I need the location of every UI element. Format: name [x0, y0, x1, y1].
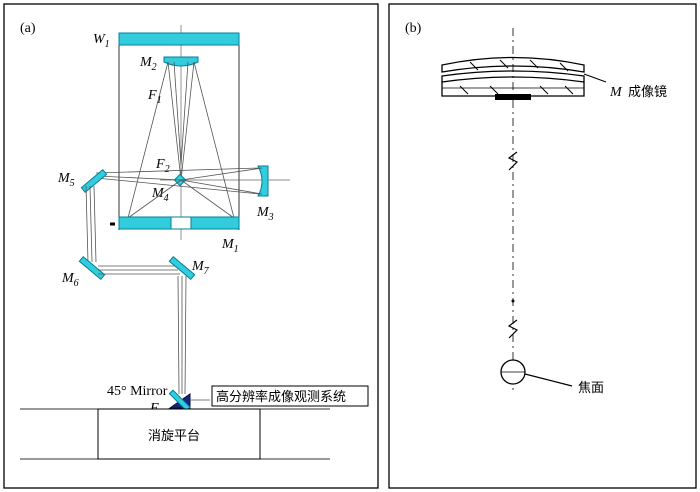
m3-label: M3: [256, 205, 274, 223]
axis-break-upper: [507, 151, 519, 171]
mirror-m1-left: [118, 216, 172, 230]
panel-a-tag: (a): [20, 21, 36, 36]
window-w1: [118, 32, 240, 46]
m2-label: M2: [139, 55, 157, 73]
rays-m6-m7: [98, 265, 180, 275]
rays-m5-m3: [95, 167, 263, 219]
panel-b-tag: (b): [405, 21, 422, 36]
hr-system-box: [211, 385, 369, 407]
derotation-label: 消旋平台: [148, 429, 200, 444]
rays-upper: [127, 61, 235, 219]
m-letter-label: M: [609, 85, 623, 100]
m7-label: M7: [191, 259, 210, 277]
axis-break-lower: [507, 319, 519, 339]
m1-label: M1: [221, 237, 239, 255]
derotation-platform: [97, 408, 261, 460]
focal-plane-label: 焦面: [578, 381, 604, 396]
mirror-m5: [80, 168, 108, 194]
f2-label: F2: [155, 157, 170, 175]
imaging-mirror-m: [441, 56, 607, 100]
m6-label: M6: [61, 271, 79, 289]
rays-m7-f3: [177, 275, 187, 395]
imaging-mirror-label: 成像镜: [628, 85, 667, 100]
mirror-m2: [163, 56, 199, 67]
mirror-m7: [168, 255, 196, 281]
panel-a-frame: [3, 3, 379, 489]
w1-label: W1: [93, 32, 110, 50]
m4-label: M4: [151, 186, 169, 204]
rays-m5-m6: [85, 185, 97, 263]
f1-label: F1: [147, 88, 162, 106]
panel-b-frame: [388, 3, 697, 489]
focal-plane-leader: [524, 373, 573, 387]
mirror-m1-right: [190, 216, 240, 230]
mirror45-label: 45° Mirror: [107, 384, 168, 399]
mirror-m3: [257, 165, 269, 197]
m5-label: M5: [57, 171, 75, 189]
hr-system-label: 高分辨率成像观测系统: [216, 389, 346, 405]
mirror-m1-hole: [170, 216, 192, 230]
axis-dot: [511, 299, 515, 303]
